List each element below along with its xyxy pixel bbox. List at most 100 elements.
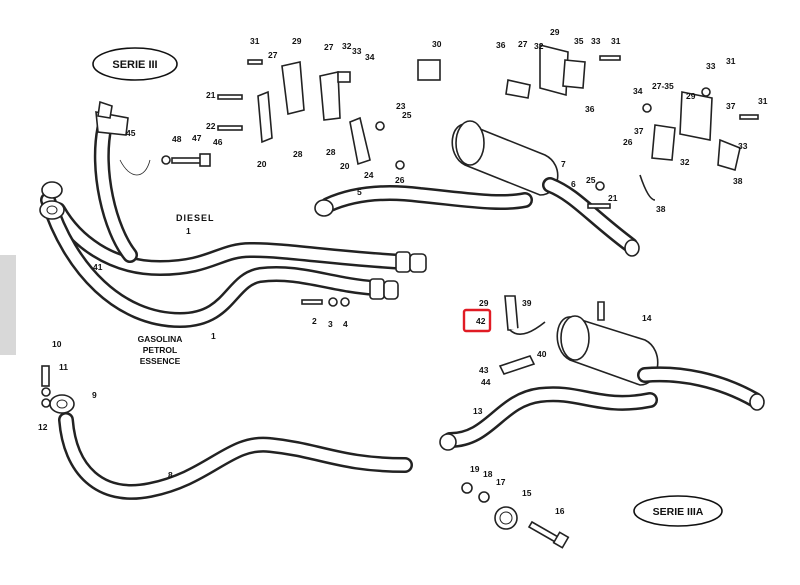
callout-label: 33 xyxy=(591,36,601,46)
callout-label: 6 xyxy=(571,179,576,189)
callout-label: 18 xyxy=(483,469,493,479)
callout-label: 33 xyxy=(738,141,748,151)
callout-label: 27 xyxy=(268,50,278,60)
callout-label: 24 xyxy=(364,170,374,180)
bolt-16 xyxy=(527,520,570,549)
intermediate-pipe-13 xyxy=(439,386,658,451)
callout-label: 25 xyxy=(586,175,596,185)
svg-text:SERIE IIIA: SERIE IIIA xyxy=(653,506,704,518)
callout-label: 33 xyxy=(706,61,716,71)
callout-label: 29 xyxy=(292,36,302,46)
front-pipe-diesel xyxy=(50,117,427,276)
callout-label: 4 xyxy=(343,319,348,329)
callout-label: 13 xyxy=(473,406,483,416)
callout-label: 31 xyxy=(758,96,768,106)
callout-label: 42 xyxy=(476,316,486,326)
callout-label: 14 xyxy=(642,313,652,323)
callout-label: 26 xyxy=(395,175,405,185)
callout-label: 27 xyxy=(518,39,528,49)
caption-essence: ESSENCE xyxy=(140,356,181,366)
callout-label: 43 xyxy=(479,365,489,375)
callout-label: 9 xyxy=(92,390,97,400)
scan-edge-shadow xyxy=(0,255,16,355)
callout-label: 34 xyxy=(633,86,643,96)
callout-label: 47 xyxy=(192,133,202,143)
callout-label: 46 xyxy=(213,137,223,147)
callout-label: 8 xyxy=(168,470,173,480)
callout-label: 33 xyxy=(352,46,362,56)
callout-labels: 31 27 29 27 32 33 34 30 36 27 32 29 35 3… xyxy=(38,27,768,516)
callout-label: 20 xyxy=(340,161,350,171)
callout-label: 29 xyxy=(550,27,560,37)
callout-label: 34 xyxy=(365,52,375,62)
callout-label: 27-35 xyxy=(652,81,674,91)
callout-label: 7 xyxy=(561,159,566,169)
callout-label: 10 xyxy=(52,339,62,349)
callout-label: 22 xyxy=(206,121,216,131)
serie-iii-label: SERIE III xyxy=(92,47,178,81)
callout-label: 32 xyxy=(680,157,690,167)
caption-petrol: PETROL xyxy=(143,345,177,355)
callout-label: 45 xyxy=(126,128,136,138)
callout-label: 48 xyxy=(172,134,182,144)
bolts-fasteners xyxy=(217,55,759,307)
bolt-46 xyxy=(161,153,211,167)
callout-label: 38 xyxy=(656,204,666,214)
front-pipe-8 xyxy=(41,365,413,500)
callout-label: 3 xyxy=(328,319,333,329)
clamp-15 xyxy=(494,506,518,530)
diesel-bracket xyxy=(95,100,151,176)
callout-label: 44 xyxy=(481,377,491,387)
callout-label: 19 xyxy=(470,464,480,474)
callout-label: 1 xyxy=(211,331,216,341)
callout-label: 30 xyxy=(432,39,442,49)
callout-label: 5 xyxy=(357,187,362,197)
callout-label: 23 xyxy=(396,101,406,111)
callout-label: 20 xyxy=(257,159,267,169)
callout-label: 37 xyxy=(634,126,644,136)
callout-label: 21 xyxy=(206,90,216,100)
callout-label: 21 xyxy=(608,193,618,203)
callout-label: 36 xyxy=(496,40,506,50)
caption-gasolina: GASOLINA xyxy=(138,334,183,344)
callout-label: 40 xyxy=(537,349,547,359)
callout-label: 31 xyxy=(611,36,621,46)
callout-label: 31 xyxy=(250,36,260,46)
callout-label: 32 xyxy=(534,41,544,51)
callout-label: 12 xyxy=(38,422,48,432)
silencer-7 xyxy=(451,120,640,257)
callout-label: 17 xyxy=(496,477,506,487)
caption-diesel: DIESEL xyxy=(176,213,215,223)
callout-label: 1 xyxy=(186,226,191,236)
callout-label: 26 xyxy=(623,137,633,147)
rear-pipe-5 xyxy=(314,185,533,217)
bracket-cluster-top xyxy=(257,43,741,201)
callout-label: 28 xyxy=(293,149,303,159)
highlight-box-part-42 xyxy=(462,308,492,333)
callout-label: 35 xyxy=(574,36,584,46)
callout-label: 29 xyxy=(479,298,489,308)
callout-label: 16 xyxy=(555,506,565,516)
front-pipe-petrol xyxy=(40,192,399,328)
callout-label: 32 xyxy=(342,41,352,51)
washers-17-19 xyxy=(461,482,490,503)
callout-label: 41 xyxy=(93,262,103,272)
callout-label: 15 xyxy=(522,488,532,498)
silencer-14 xyxy=(556,315,765,411)
manifold-flange xyxy=(39,181,65,220)
callout-label: 28 xyxy=(326,147,336,157)
callout-label: 36 xyxy=(585,104,595,114)
callout-label: 11 xyxy=(59,362,68,372)
svg-text:SERIE III: SERIE III xyxy=(112,59,157,71)
callout-label: 31 xyxy=(726,56,736,66)
serie-iiia-label: SERIE IIIA xyxy=(633,495,723,527)
callout-label: 27 xyxy=(324,42,334,52)
callout-label: 38 xyxy=(733,176,743,186)
callout-label: 39 xyxy=(522,298,532,308)
callout-label: 25 xyxy=(402,110,412,120)
callout-label: 29 xyxy=(686,91,696,101)
strap-40 xyxy=(498,355,536,375)
hanger-bracket-39 xyxy=(504,295,605,335)
callout-label: 37 xyxy=(726,101,736,111)
